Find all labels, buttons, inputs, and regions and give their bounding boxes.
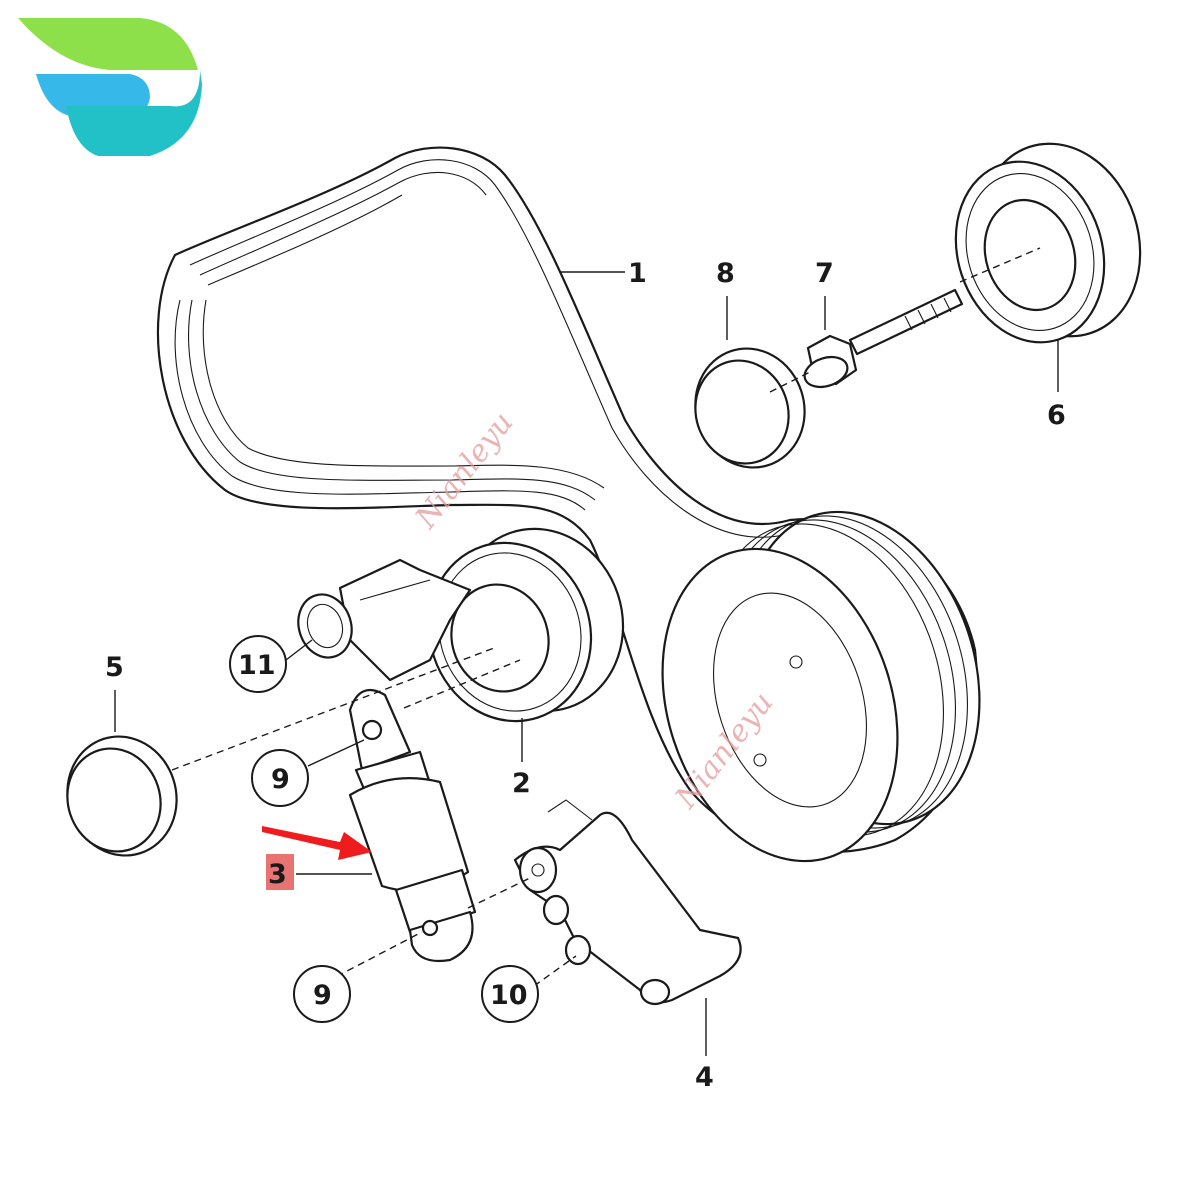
logo-top-wing bbox=[18, 18, 198, 70]
tensioner-arm bbox=[297, 558, 472, 682]
callout-11: 11 bbox=[238, 650, 276, 681]
callouts: 1 8 7 6 5 2 4 3 11 9 9 10 bbox=[105, 258, 1066, 1093]
callout-10-circled: 10 bbox=[481, 965, 539, 1023]
leader-lines bbox=[114, 247, 1059, 1056]
logo-bottom-wing bbox=[66, 70, 202, 156]
callout-3-highlighted: 3 bbox=[266, 854, 294, 890]
callout-4: 4 bbox=[695, 1062, 714, 1093]
tensioner-bracket bbox=[513, 799, 742, 1006]
callout-9-bottom-circled: 9 bbox=[293, 965, 351, 1023]
brand-logo bbox=[18, 18, 202, 156]
dust-cap-left bbox=[66, 735, 178, 857]
callout-3: 3 bbox=[268, 859, 287, 890]
callout-6: 6 bbox=[1047, 400, 1066, 431]
idler-pulley bbox=[427, 527, 625, 723]
pulley-bolt bbox=[803, 288, 964, 389]
callout-11-circled: 11 bbox=[229, 635, 287, 693]
callout-2: 2 bbox=[512, 768, 531, 799]
callout-9-top: 9 bbox=[271, 764, 290, 795]
highlight-arrow bbox=[262, 826, 372, 860]
dust-cap-top bbox=[694, 347, 806, 469]
deflection-pulley-top bbox=[954, 142, 1142, 344]
callout-1: 1 bbox=[628, 258, 647, 289]
callout-9-top-circled: 9 bbox=[251, 749, 309, 807]
callout-8: 8 bbox=[716, 258, 735, 289]
callout-7: 7 bbox=[815, 258, 834, 289]
crank-pulley bbox=[661, 510, 981, 863]
callout-10: 10 bbox=[490, 980, 528, 1011]
watermark-1: Nianleyu bbox=[408, 406, 520, 536]
callout-5: 5 bbox=[105, 652, 124, 683]
belt-tensioner-strut bbox=[348, 688, 477, 963]
callout-9-bottom: 9 bbox=[313, 980, 332, 1011]
